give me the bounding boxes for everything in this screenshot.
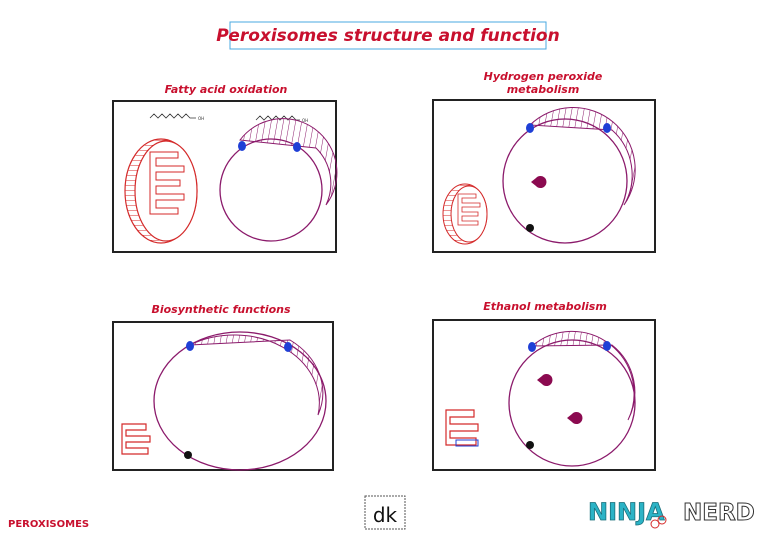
black-channel-icon — [184, 451, 192, 459]
mitochondrion-fragment — [121, 423, 151, 455]
panel-hydrogen-peroxide — [432, 99, 656, 253]
panel-title-fatty-acid: Fatty acid oxidation — [165, 83, 288, 96]
panel-title-h2o2-line2: metabolism — [507, 83, 580, 96]
transporter-icon — [603, 341, 611, 351]
black-channel-icon — [526, 224, 534, 232]
peroxisome — [153, 331, 327, 471]
mitochondrion-small — [442, 183, 488, 245]
peroxisome — [508, 330, 636, 467]
panel-title-biosynthetic: Biosynthetic functions — [151, 303, 291, 316]
black-channel-icon — [526, 441, 534, 449]
svg-text:dk: dk — [373, 503, 398, 527]
transporter-icon — [293, 142, 301, 152]
branched-fatty-acid-chain — [255, 115, 300, 121]
page-title: Peroxisomes structure and function — [216, 26, 559, 46]
transporter-icon — [528, 342, 536, 352]
chem-label-oh-branched: OH — [302, 118, 308, 123]
svg-text:NINJA: NINJA — [588, 498, 665, 526]
panel-title-ethanol: Ethanol metabolism — [483, 300, 607, 313]
chem-label-oh: OH — [198, 116, 204, 121]
enzyme-icon — [537, 374, 553, 386]
svg-text:NERD: NERD — [683, 500, 755, 526]
dk-logo: dk — [364, 495, 406, 530]
panel-biosynthetic — [112, 321, 334, 471]
fatty-acid-chain — [149, 113, 196, 119]
glasses-icon — [650, 519, 660, 529]
enzyme-icon — [531, 176, 547, 189]
transporter-icon — [186, 341, 194, 351]
mitochondrion-fragment — [445, 409, 479, 447]
transporter-icon — [238, 141, 246, 151]
mitochondrion — [124, 138, 198, 244]
enzyme-icon — [567, 412, 583, 425]
transporter-icon — [603, 123, 611, 133]
panel-title-h2o2-line1: Hydrogen peroxide — [484, 70, 603, 83]
footer-label: PEROXISOMES — [8, 519, 89, 530]
ninja-nerd-logo: NINJA NERD — [588, 498, 755, 529]
peroxisome — [502, 107, 636, 244]
peroxisome — [219, 118, 338, 242]
transporter-icon — [284, 342, 292, 352]
panel-ethanol — [432, 319, 656, 471]
title-box — [229, 21, 547, 50]
transporter-icon — [526, 123, 534, 133]
